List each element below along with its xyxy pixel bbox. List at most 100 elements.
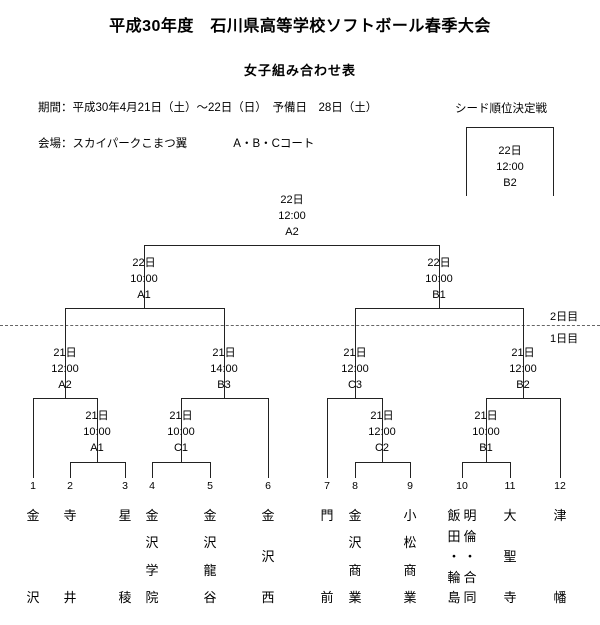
match-court: B1 — [479, 442, 493, 454]
subtitle: 女子組み合わせ表 — [243, 63, 356, 78]
bracket-line — [33, 398, 97, 399]
bracket-line — [224, 308, 225, 398]
match-court: C3 — [347, 379, 363, 391]
match-date: 21日 — [474, 410, 498, 422]
match-date: 21日 — [511, 347, 535, 359]
bracket-line — [462, 462, 463, 478]
team-number: 12 — [554, 480, 566, 492]
match-final: 22日 12:00 A2 — [262, 192, 322, 240]
seed-match-label: シード順位決定戦 — [455, 103, 547, 115]
match-quarterfinal-4: 21日 12:00 B2 — [493, 345, 553, 393]
team-name: 金沢商業 — [348, 508, 362, 605]
bracket-line — [327, 398, 328, 478]
match-date: 22日 — [498, 145, 522, 157]
bracket-line — [355, 308, 523, 309]
team-number: 11 — [504, 480, 516, 492]
team-4: 4 金沢学院 — [144, 479, 160, 605]
bracket-line — [152, 462, 153, 478]
bracket-line — [144, 245, 145, 308]
bracket-line — [510, 462, 511, 478]
match-semifinal-right: 22日 10:00 B1 — [409, 255, 469, 303]
team-11: 11 大聖寺 — [502, 479, 518, 605]
team-8: 8 金沢商業 — [347, 479, 363, 605]
match-time: 12:00 — [278, 210, 306, 222]
bracket-line — [486, 398, 560, 399]
page-title: 平成30年度 石川県高等学校ソフトボール春季大会 — [109, 18, 491, 35]
bracket-line — [181, 398, 182, 462]
bracket-line — [327, 398, 382, 399]
team-name: 飯田・輪島 — [447, 508, 461, 605]
bracket-line — [181, 398, 268, 399]
team-name: 明倫・合同 — [463, 508, 477, 605]
venue-text: 会場：スカイパークこまつ翼 A・B・Cコート — [38, 138, 315, 150]
match-court: B1 — [432, 289, 446, 301]
team-6: 6 金沢西 — [260, 479, 276, 605]
team-name: 金沢学院 — [145, 508, 159, 605]
team-9: 9 小松商業 — [402, 479, 418, 605]
bracket-line — [462, 462, 510, 463]
match-time: 12:00 — [368, 426, 396, 438]
period-text: 期間：平成30年4月21日（土）～22日（日） 予備日 28日（土） — [38, 102, 378, 114]
match-date: 22日 — [132, 257, 156, 269]
bracket-line — [70, 462, 125, 463]
match-time: 10:00 — [130, 273, 158, 285]
match-court: A1 — [90, 442, 104, 454]
bracket-line — [33, 398, 34, 478]
match-semifinal-left: 22日 10:00 A1 — [114, 255, 174, 303]
day1-label: 1日目 — [550, 333, 579, 345]
match-time: 12:00 — [341, 363, 369, 375]
match-time: 10:00 — [167, 426, 195, 438]
match-court: A1 — [137, 289, 151, 301]
bracket-line — [65, 308, 224, 309]
team-number: 9 — [407, 480, 413, 492]
match-date: 21日 — [343, 347, 367, 359]
bracket-line — [268, 398, 269, 478]
team-name: 小松商業 — [403, 508, 417, 605]
match-time: 12:00 — [509, 363, 537, 375]
day-separator-line — [0, 325, 600, 326]
match-time: 10:00 — [83, 426, 111, 438]
team-number: 3 — [122, 480, 128, 492]
match-time: 12:00 — [51, 363, 79, 375]
match-court: B2 — [503, 177, 517, 189]
match-court: A2 — [285, 226, 299, 238]
bracket-line — [382, 398, 383, 462]
match-date: 21日 — [370, 410, 394, 422]
team-name: 金沢龍谷 — [203, 508, 217, 605]
bracket-line — [125, 462, 126, 478]
team-5: 5 金沢龍谷 — [202, 479, 218, 605]
match-date: 22日 — [280, 194, 304, 206]
team-10: 10 飯田・輪島 明倫・合同 — [446, 479, 478, 605]
bracket-line — [523, 308, 524, 398]
bracket-line — [355, 308, 356, 398]
team-name: 門前 — [320, 508, 334, 605]
match-date: 22日 — [427, 257, 451, 269]
team-name: 金沢 — [26, 508, 40, 605]
bracket-line — [560, 398, 561, 478]
team-name: 大聖寺 — [503, 508, 517, 605]
team-7: 7 門前 — [319, 479, 335, 605]
match-round1-c: 21日 12:00 C2 — [352, 408, 412, 456]
bracket-line — [65, 308, 66, 398]
team-3: 3 星稜 — [117, 479, 133, 605]
team-name-columns: 飯田・輪島 明倫・合同 — [446, 493, 478, 605]
team-number: 1 — [30, 480, 36, 492]
match-round1-d: 21日 10:00 B1 — [456, 408, 516, 456]
match-date: 21日 — [85, 410, 109, 422]
bracket-line — [210, 462, 211, 478]
team-number: 7 — [324, 480, 330, 492]
seed-match-info: 22日 12:00 B2 — [467, 143, 553, 191]
match-court: C1 — [173, 442, 189, 454]
team-name: 星稜 — [118, 508, 132, 605]
team-2: 2 寺井 — [62, 479, 78, 605]
match-time: 12:00 — [496, 161, 524, 173]
bracket-line — [144, 245, 439, 246]
team-name: 金沢西 — [261, 508, 275, 605]
match-court: C2 — [374, 442, 390, 454]
match-court: B3 — [217, 379, 231, 391]
team-number: 4 — [149, 480, 155, 492]
team-number: 10 — [456, 480, 468, 492]
seed-match-box: 22日 12:00 B2 — [466, 127, 554, 196]
bracket-line — [410, 462, 411, 478]
team-number: 6 — [265, 480, 271, 492]
